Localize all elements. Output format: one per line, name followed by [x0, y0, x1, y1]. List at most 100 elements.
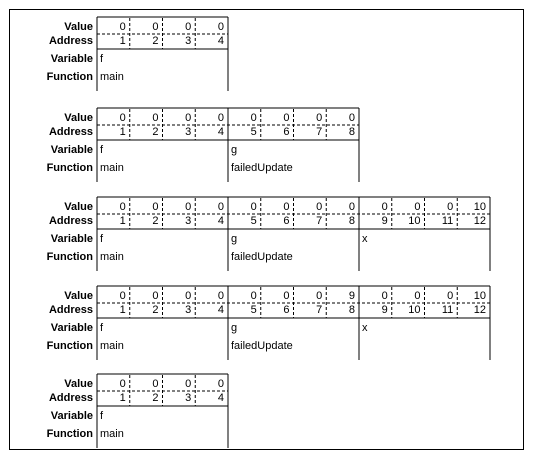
memory-value: 0	[120, 290, 126, 302]
memory-address: 6	[283, 126, 289, 138]
memory-value: 0	[283, 290, 289, 302]
memory-value: 0	[218, 112, 224, 124]
memory-address: 2	[152, 392, 158, 404]
row-label-variable: Variable	[51, 53, 93, 65]
memory-address: 7	[316, 215, 322, 227]
memory-address: 7	[316, 304, 322, 316]
memory-value: 0	[218, 378, 224, 390]
memory-value: 0	[414, 290, 420, 302]
variable-name: f	[100, 322, 104, 334]
row-label-address: Address	[49, 215, 93, 227]
memory-value: 0	[185, 378, 191, 390]
memory-address: 6	[283, 304, 289, 316]
memory-address: 1	[120, 304, 126, 316]
memory-address: 6	[283, 215, 289, 227]
memory-address: 5	[251, 215, 257, 227]
row-label-function: Function	[47, 340, 94, 352]
memory-address: 5	[251, 126, 257, 138]
row-label-value: Value	[64, 21, 93, 33]
function-name: main	[100, 162, 124, 174]
memory-address: 4	[218, 126, 224, 138]
memory-address: 12	[474, 304, 486, 316]
function-name: failedUpdate	[231, 340, 293, 352]
memory-value: 0	[349, 201, 355, 213]
row-label-function: Function	[47, 251, 94, 263]
memory-address: 1	[120, 126, 126, 138]
memory-address: 3	[185, 304, 191, 316]
row-label-address: Address	[49, 304, 93, 316]
row-label-value: Value	[64, 378, 93, 390]
row-label-address: Address	[49, 35, 93, 47]
memory-value: 0	[120, 378, 126, 390]
memory-value: 0	[185, 21, 191, 33]
memory-address: 10	[408, 304, 420, 316]
row-label-function: Function	[47, 71, 94, 83]
figure-border	[9, 9, 524, 450]
function-name: main	[100, 71, 124, 83]
row-label-variable: Variable	[51, 322, 93, 334]
memory-value: 0	[283, 112, 289, 124]
row-label-variable: Variable	[51, 410, 93, 422]
variable-name: f	[100, 233, 104, 245]
function-name: main	[100, 428, 124, 440]
memory-value: 0	[283, 201, 289, 213]
memory-value: 0	[349, 112, 355, 124]
function-name: main	[100, 251, 124, 263]
memory-value: 0	[382, 290, 388, 302]
memory-value: 0	[251, 112, 257, 124]
row-label-variable: Variable	[51, 233, 93, 245]
row-label-variable: Variable	[51, 144, 93, 156]
memory-address: 8	[349, 126, 355, 138]
memory-address: 4	[218, 35, 224, 47]
memory-address: 8	[349, 304, 355, 316]
memory-address: 4	[218, 392, 224, 404]
memory-value: 0	[447, 290, 453, 302]
memory-value: 0	[185, 201, 191, 213]
memory-address: 8	[349, 215, 355, 227]
row-label-function: Function	[47, 162, 94, 174]
memory-address: 11	[442, 215, 453, 227]
memory-value: 0	[152, 112, 158, 124]
memory-address: 3	[185, 392, 191, 404]
row-label-address: Address	[49, 126, 93, 138]
memory-value: 0	[414, 201, 420, 213]
memory-address: 11	[442, 304, 453, 316]
memory-value: 0	[382, 201, 388, 213]
variable-name: g	[231, 233, 237, 245]
memory-address: 4	[218, 215, 224, 227]
memory-address: 3	[185, 35, 191, 47]
variable-name: x	[362, 233, 368, 245]
row-label-function: Function	[47, 428, 94, 440]
memory-value: 0	[152, 201, 158, 213]
memory-address: 3	[185, 126, 191, 138]
variable-name: f	[100, 53, 104, 65]
function-name: failedUpdate	[231, 251, 293, 263]
memory-value: 0	[316, 112, 322, 124]
memory-address: 1	[120, 392, 126, 404]
memory-value: 0	[316, 290, 322, 302]
memory-address: 9	[382, 304, 388, 316]
memory-value: 0	[316, 201, 322, 213]
memory-address: 1	[120, 35, 126, 47]
variable-name: x	[362, 322, 368, 334]
memory-address: 3	[185, 215, 191, 227]
memory-address: 12	[474, 215, 486, 227]
memory-address: 2	[152, 35, 158, 47]
memory-address: 10	[408, 215, 420, 227]
memory-value: 0	[152, 21, 158, 33]
memory-value: 0	[152, 290, 158, 302]
memory-value: 0	[120, 21, 126, 33]
row-label-value: Value	[64, 290, 93, 302]
memory-address: 4	[218, 304, 224, 316]
memory-value: 10	[474, 290, 486, 302]
memory-value: 0	[120, 201, 126, 213]
memory-address: 9	[382, 215, 388, 227]
memory-address: 2	[152, 215, 158, 227]
memory-value: 10	[474, 201, 486, 213]
row-label-address: Address	[49, 392, 93, 404]
row-label-value: Value	[64, 112, 93, 124]
memory-value: 0	[218, 201, 224, 213]
memory-value: 0	[218, 290, 224, 302]
memory-value: 0	[185, 112, 191, 124]
